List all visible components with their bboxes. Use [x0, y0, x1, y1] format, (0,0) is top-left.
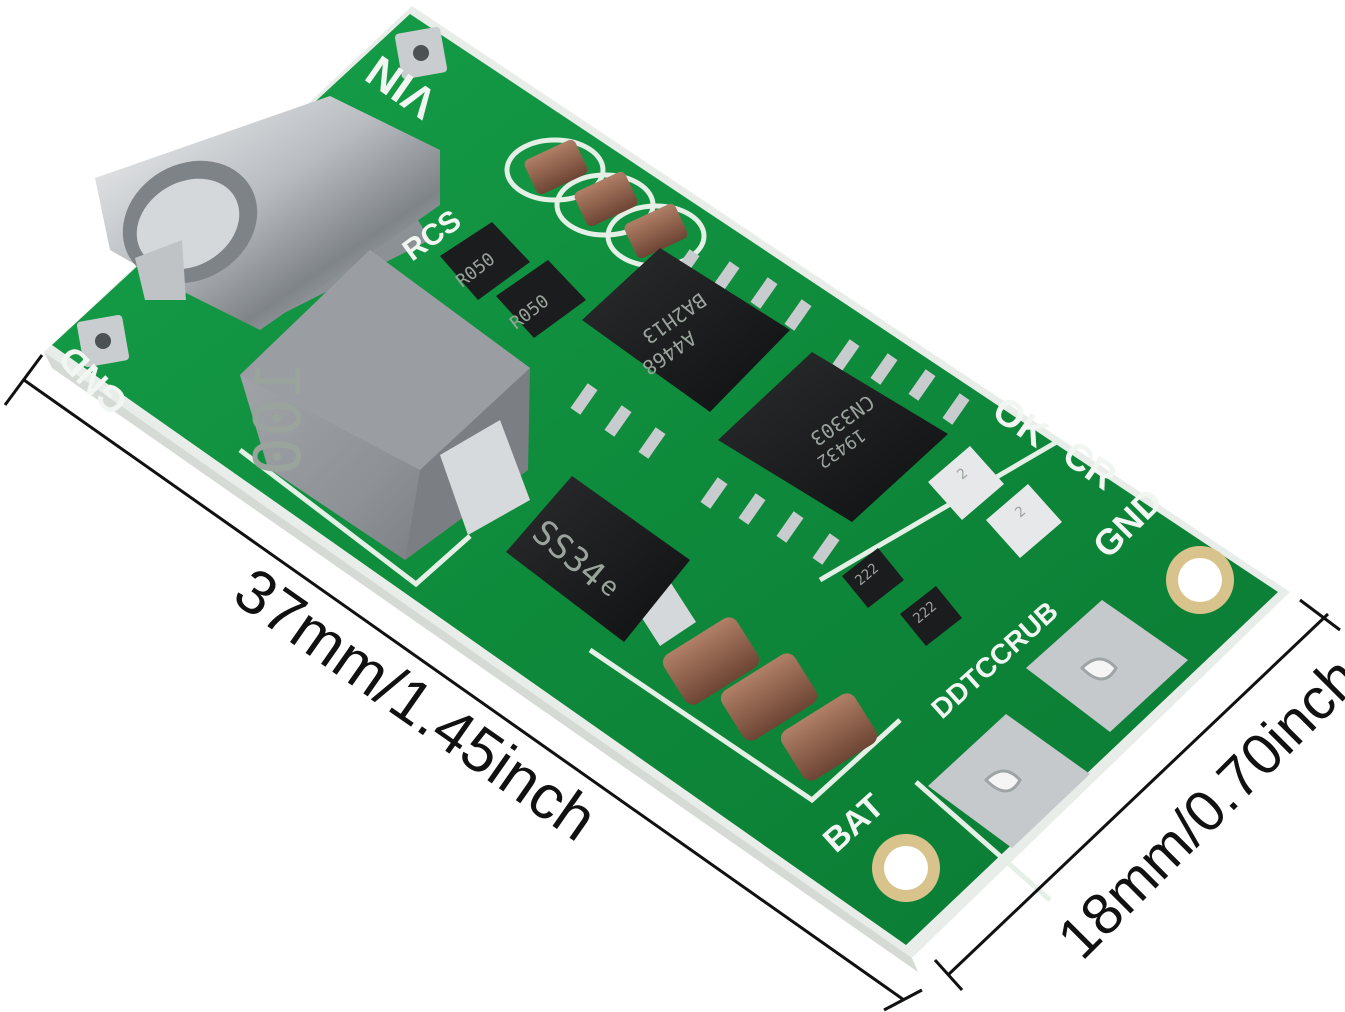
dimension-length-tick-start	[3, 354, 44, 406]
ic-2-body	[718, 352, 948, 522]
led-cr	[986, 484, 1062, 558]
resistor-r050-1	[440, 222, 530, 300]
hole-bottom-right-inner	[884, 846, 928, 890]
top-capacitors	[524, 139, 688, 259]
usb-type-c-connector	[95, 96, 440, 330]
outline-cap-top-1	[504, 137, 606, 203]
outline-leds	[818, 437, 1062, 583]
bat-pad-negative-slot	[983, 769, 1022, 793]
mounting-holes	[76, 26, 1234, 902]
cap-top-1	[524, 139, 588, 195]
ic-2-pins	[700, 339, 970, 565]
bat-pad-positive-slot	[1079, 657, 1118, 681]
board-side	[44, 352, 918, 972]
ic-2: CN3303 19432	[700, 339, 970, 565]
dimension-length-line	[23, 378, 905, 1002]
diode-body	[506, 476, 690, 642]
inductor: 100	[240, 250, 530, 560]
cap-top-2	[574, 171, 638, 227]
cap-bottom-2	[720, 653, 818, 741]
led-resistor-2	[900, 586, 962, 646]
led-section: 222 222 2 2	[842, 446, 1062, 646]
dimension-width-tick-start	[933, 958, 964, 992]
led-ok	[928, 446, 1004, 520]
silkscreen-outlines	[238, 137, 1062, 902]
cap-top-3	[624, 203, 688, 259]
dimension-length-tick-end	[883, 988, 923, 1012]
usb-shell-inner	[136, 178, 240, 270]
inductor-top-face	[240, 250, 530, 470]
dimension-width-line	[946, 612, 1330, 977]
led-resistor-1	[842, 548, 904, 608]
bottom-capacitors	[662, 617, 878, 781]
outline-caps-bottom	[588, 647, 902, 804]
battery-pads	[928, 600, 1188, 848]
ic-1: BA2H13 A4468	[570, 248, 812, 459]
outline-bat	[914, 780, 1052, 902]
sense-resistors: R050 R050	[440, 222, 586, 338]
usb-tab-left	[135, 240, 186, 300]
inductor-terminal	[440, 420, 530, 535]
dimension-width-tick-end	[1299, 598, 1341, 632]
hole-top-right-inner	[1178, 558, 1222, 602]
hole-vin-icon	[413, 45, 429, 61]
resistor-r050-2	[496, 260, 586, 338]
outline-inductor	[238, 448, 472, 588]
cap-bottom-3	[780, 693, 878, 781]
cap-bottom-1	[662, 617, 760, 705]
inductor-marking: 100	[242, 360, 316, 476]
hole-gnd-left-icon	[95, 333, 111, 349]
ic-1-body	[582, 248, 790, 412]
